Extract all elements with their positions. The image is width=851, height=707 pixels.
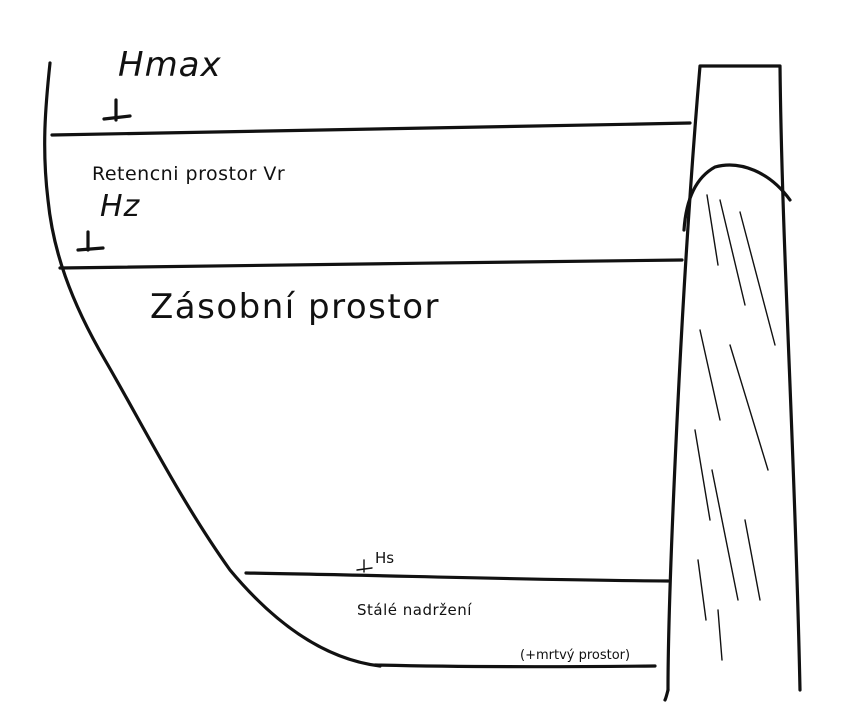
hmax-level-line (50, 121, 692, 137)
dam-hatching (694, 194, 776, 661)
retention-space-label: Retencni prostor Vr (92, 163, 285, 185)
water-level-marker-icon (356, 559, 373, 573)
hs-level-line (244, 571, 670, 583)
hmax-label: Hmax (118, 45, 222, 85)
hz-label: Hz (100, 189, 141, 224)
dam-outline (666, 64, 802, 692)
dam-ground-left (663, 688, 670, 702)
storage-space-label: Zásobní prostor (150, 287, 440, 327)
dead-space-label: (+mrtvý prostor) (520, 648, 630, 663)
bottom-line (373, 663, 657, 669)
permanent-storage-label: Stálé nadržení (357, 601, 472, 619)
valley-bank-line (43, 61, 382, 668)
water-level-marker-icon (76, 230, 105, 252)
hz-level-line (58, 258, 684, 270)
water-level-marker-icon (102, 98, 132, 122)
dam-core-curve (682, 163, 792, 232)
hs-label: Hs (375, 549, 394, 567)
